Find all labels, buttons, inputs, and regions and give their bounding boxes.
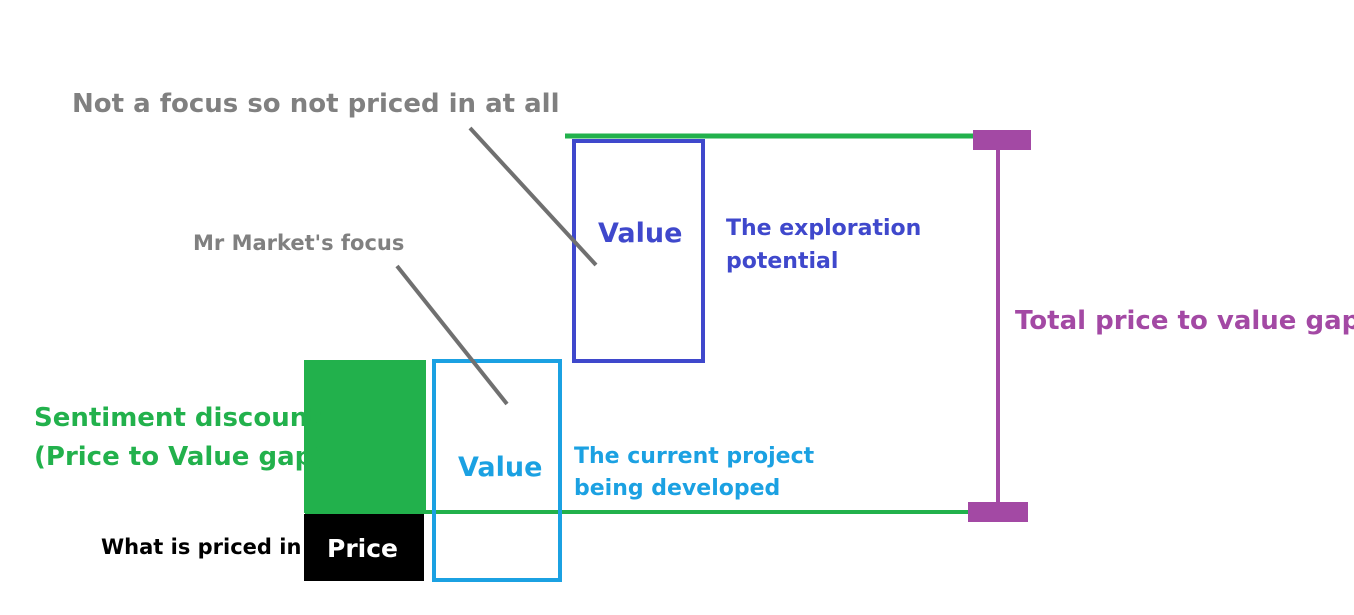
exploration-potential-line1: The exploration <box>726 216 921 241</box>
not-focus-pointer-line <box>468 126 598 267</box>
current-value-label: Value <box>458 452 542 483</box>
exploration-potential-line2: potential <box>726 249 838 274</box>
exploration-value-box <box>572 139 705 363</box>
price-block <box>304 514 424 581</box>
gap-bracket-top-cap <box>973 130 1031 150</box>
mr-market-focus-label: Mr Market's focus <box>193 231 404 255</box>
total-gap-label: Total price to value gap <box>1015 306 1354 336</box>
sentiment-discount-line2: (Price to Value gap) <box>34 442 325 472</box>
current-project-line2: being developed <box>574 476 780 501</box>
not-focus-label: Not a focus so not priced in at all <box>72 89 560 119</box>
gap-bracket-bottom-cap <box>968 502 1028 522</box>
sentiment-discount-block <box>304 360 426 513</box>
current-project-line1: The current project <box>574 444 815 469</box>
current-project-value-box <box>432 359 562 582</box>
price-label: Price <box>327 534 398 563</box>
sentiment-discount-line1: Sentiment discount <box>34 403 321 433</box>
mr-market-pointer-line <box>395 264 509 406</box>
exploration-value-label: Value <box>598 218 682 249</box>
priced-in-label: What is priced in <box>101 535 301 559</box>
